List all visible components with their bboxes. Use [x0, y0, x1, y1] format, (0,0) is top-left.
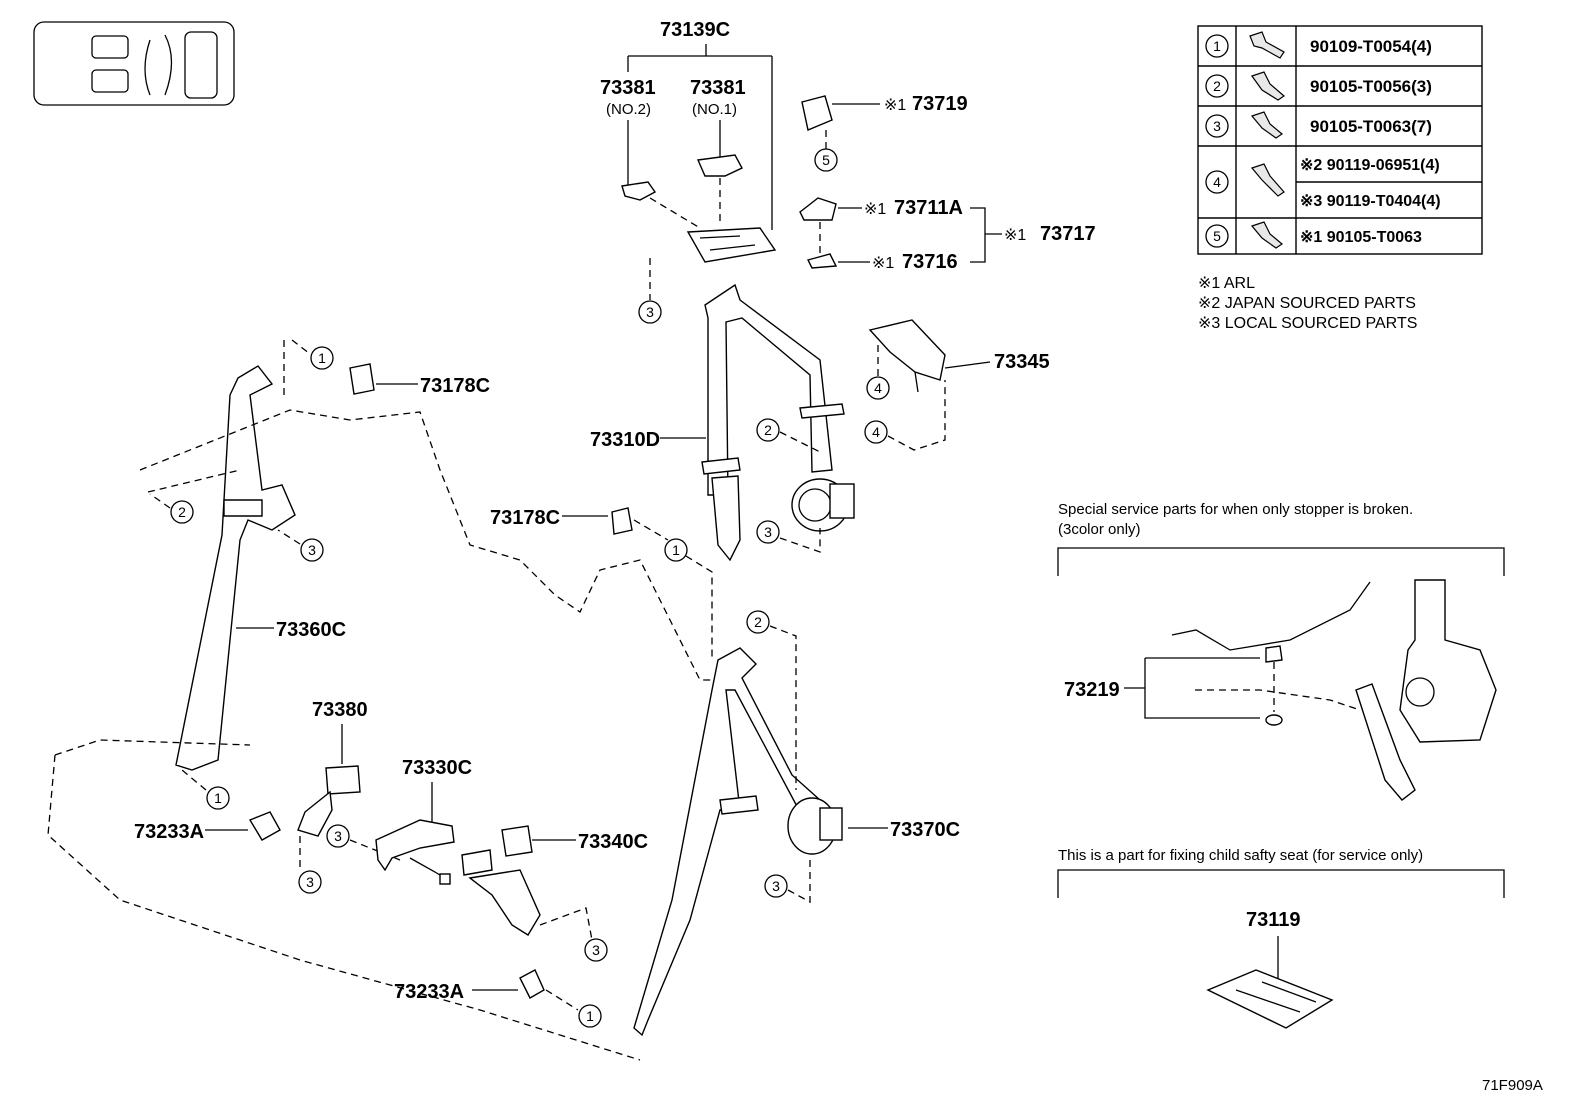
svg-text:73233A: 73233A — [394, 981, 464, 1003]
fastener-ref-5 — [814, 148, 838, 172]
svg-text:73716: 73716 — [902, 251, 958, 273]
stopper-service-panel: Special service parts for when only stop… — [1057, 501, 1505, 801]
svg-text:3: 3 — [306, 874, 314, 890]
bolt-icon — [1250, 111, 1284, 139]
part-73370C-belt — [633, 647, 843, 1037]
svg-text:3: 3 — [646, 304, 654, 320]
svg-text:※1 ARL: ※1 ARL — [1198, 275, 1255, 292]
svg-text:90109-T0054(4): 90109-T0054(4) — [1310, 37, 1432, 56]
callout-73380: 73380 3 3 — [297, 699, 401, 894]
part-73360C-belt — [175, 365, 296, 771]
part-73381-no2 — [621, 181, 657, 201]
svg-text:3: 3 — [764, 524, 772, 540]
svg-text:3: 3 — [334, 828, 342, 844]
callout-73330C: 73330C — [375, 757, 472, 885]
svg-text:90105-T0063(7): 90105-T0063(7) — [1310, 117, 1432, 136]
svg-text:3: 3 — [772, 878, 780, 894]
svg-text:2: 2 — [764, 422, 772, 438]
svg-text:3: 3 — [592, 942, 600, 958]
part-73178C-cover-mid — [611, 507, 633, 535]
part-73345-bracket: 73345 4 4 — [864, 319, 1050, 451]
svg-text:※3 90119-T0404(4): ※3 90119-T0404(4) — [1300, 193, 1441, 210]
callout-73233A-bottom: 73233A 1 — [394, 969, 602, 1028]
bolt-icon — [1251, 71, 1285, 101]
svg-text:73719: 73719 — [912, 93, 968, 115]
callout-73719: ※1 73719 5 — [801, 93, 968, 172]
svg-text:73178C: 73178C — [420, 375, 490, 397]
svg-text:1: 1 — [318, 350, 326, 366]
callout-73310D: 73310D — [590, 429, 706, 451]
svg-text:1: 1 — [1213, 38, 1221, 54]
svg-text:※2 JAPAN SOURCED PARTS: ※2 JAPAN SOURCED PARTS — [1198, 295, 1416, 312]
svg-text:3: 3 — [308, 542, 316, 558]
svg-text:90105-T0056(3): 90105-T0056(3) — [1310, 77, 1432, 96]
svg-text:This is a part for fixing chil: This is a part for fixing child safty se… — [1058, 847, 1423, 864]
svg-text:73219: 73219 — [1064, 679, 1120, 701]
svg-text:4: 4 — [874, 380, 882, 396]
svg-text:1: 1 — [214, 790, 222, 806]
svg-text:73380: 73380 — [312, 699, 368, 721]
svg-text:73360C: 73360C — [276, 619, 346, 641]
part-73381-no1 — [696, 154, 743, 177]
callout-73340C: 73340C 3 — [461, 825, 648, 962]
svg-text:73139C: 73139C — [660, 19, 730, 41]
svg-text:2: 2 — [1213, 78, 1221, 94]
svg-text:(3color only): (3color only) — [1058, 521, 1141, 538]
svg-text:73711A: 73711A — [894, 197, 963, 219]
bolt-icon — [1250, 221, 1284, 249]
legend: ※1 ARL ※2 JAPAN SOURCED PARTS ※3 LOCAL S… — [1198, 275, 1417, 332]
svg-text:73233A: 73233A — [134, 821, 204, 843]
fastener-row-2: 2 90105-T0056(3) — [1205, 71, 1432, 101]
part-73139C-base — [686, 227, 777, 263]
svg-text:73370C: 73370C — [890, 819, 960, 841]
part-73119-plate — [1206, 969, 1334, 1029]
svg-text:※1: ※1 — [884, 97, 906, 114]
fastener-table: 1 90109-T0054(4) 2 90105-T0056(3) 3 9010… — [1197, 25, 1483, 255]
svg-text:※2 90119-06951(4): ※2 90119-06951(4) — [1300, 157, 1440, 174]
svg-text:5: 5 — [822, 152, 830, 168]
svg-text:※1: ※1 — [864, 201, 886, 218]
svg-text:※1: ※1 — [872, 255, 894, 272]
diagram-code: 71F909A — [1482, 1077, 1543, 1094]
svg-text:2: 2 — [178, 504, 186, 520]
svg-text:※1: ※1 — [1004, 227, 1026, 244]
callout-73139C: 73139C 73381 (NO.2) 73381 (NO.1) — [600, 19, 773, 230]
fastener-row-4: 4 ※2 90119-06951(4) ※3 90119-T0404(4) — [1205, 157, 1441, 210]
bolt-icon — [1249, 31, 1285, 59]
callout-73711A-73716-73717: ※1 73711A ※1 73716 ※1 73717 — [799, 197, 1096, 273]
svg-text:3: 3 — [1213, 118, 1221, 134]
svg-text:※3 LOCAL SOURCED PARTS: ※3 LOCAL SOURCED PARTS — [1198, 315, 1417, 332]
child-seat-service-panel: This is a part for fixing child safty se… — [1057, 847, 1505, 1029]
svg-text:73119: 73119 — [1246, 909, 1301, 931]
svg-text:73310D: 73310D — [590, 429, 660, 451]
bolt-icon — [1250, 163, 1285, 197]
svg-text:73330C: 73330C — [402, 757, 472, 779]
svg-text:73381: 73381 — [600, 77, 656, 99]
svg-text:1: 1 — [586, 1008, 594, 1024]
part-73310D-belt — [701, 283, 855, 562]
part-73178C-cover — [349, 363, 375, 395]
seat-outline — [139, 409, 720, 681]
svg-text:(NO.1): (NO.1) — [692, 101, 737, 118]
svg-text:73381: 73381 — [690, 77, 746, 99]
vehicle-pictogram-icon — [33, 21, 235, 106]
fastener-row-1: 1 90109-T0054(4) — [1205, 31, 1432, 59]
svg-text:1: 1 — [672, 542, 680, 558]
svg-text:4: 4 — [872, 424, 880, 440]
svg-text:(NO.2): (NO.2) — [606, 101, 651, 118]
svg-text:73717: 73717 — [1040, 223, 1096, 245]
fastener-row-5: 5 ※1 90105-T0063 — [1205, 221, 1422, 249]
svg-text:73340C: 73340C — [578, 831, 648, 853]
svg-text:73345: 73345 — [994, 351, 1050, 373]
svg-text:4: 4 — [1213, 174, 1221, 190]
svg-text:5: 5 — [1213, 228, 1221, 244]
svg-text:2: 2 — [754, 614, 762, 630]
fastener-row-3: 3 90105-T0063(7) — [1205, 111, 1432, 139]
svg-text:73178C: 73178C — [490, 507, 560, 529]
svg-text:※1 90105-T0063: ※1 90105-T0063 — [1300, 229, 1422, 246]
svg-text:Special service parts for when: Special service parts for when only stop… — [1058, 501, 1413, 518]
